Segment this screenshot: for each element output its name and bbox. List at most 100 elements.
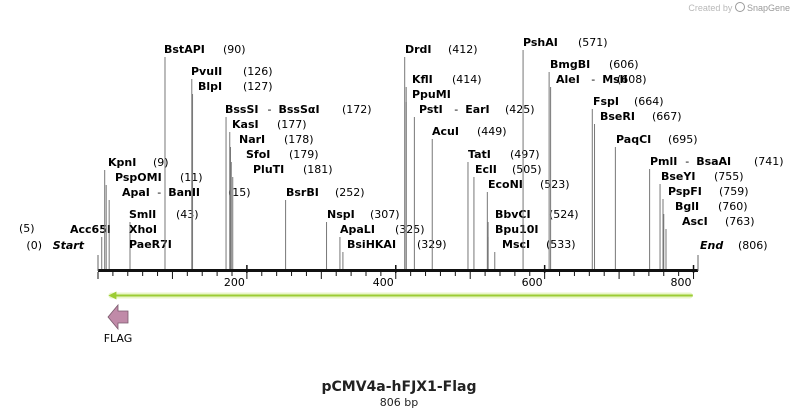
- ruler-label: 800: [671, 276, 692, 289]
- site-position: (179): [289, 148, 319, 161]
- site-position: (9): [153, 156, 169, 169]
- site-label: EarI: [465, 103, 489, 116]
- site-position: (571): [578, 36, 608, 49]
- site-label: PluTI: [253, 163, 284, 176]
- site-position: (15): [228, 186, 251, 199]
- start-label: Start: [53, 239, 85, 252]
- site-label: BsrBI: [286, 186, 319, 199]
- site-label: AscI: [682, 215, 708, 228]
- site-separator: -: [268, 103, 272, 116]
- snapgene-logo-icon: [734, 2, 745, 12]
- site-label: BmgBI: [550, 58, 590, 71]
- site-position: (177): [277, 118, 307, 131]
- site-separator: -: [157, 186, 161, 199]
- site-position: (181): [303, 163, 333, 176]
- end-label: End: [700, 239, 723, 252]
- site-position: (524): [549, 208, 579, 221]
- site-label: BbvCI: [495, 208, 531, 221]
- insert-bar-arrowhead: [108, 291, 117, 300]
- site-position: (763): [725, 215, 755, 228]
- site-label: NspI: [327, 208, 355, 221]
- flag-feature-arrow: [107, 303, 129, 331]
- end-position: (806): [738, 239, 768, 252]
- site-label: BssSαI: [279, 103, 320, 116]
- site-label: MslI: [602, 73, 627, 86]
- start-position: (0): [26, 239, 42, 252]
- site-label: PspOMI: [115, 171, 162, 184]
- site-position: (5): [19, 222, 35, 235]
- flag-feature-label: FLAG: [104, 332, 133, 345]
- site-separator: -: [591, 73, 595, 86]
- site-label: PshAI: [523, 36, 558, 49]
- site-position: (43): [176, 208, 199, 221]
- site-position: (425): [505, 103, 535, 116]
- site-position: (252): [335, 186, 365, 199]
- site-position: (178): [284, 133, 314, 146]
- site-label: SmlI: [129, 208, 156, 221]
- site-position: (505): [512, 163, 542, 176]
- site-label: BglI: [675, 200, 699, 213]
- site-label: PaeR7I: [129, 238, 172, 251]
- backbone-line: [98, 269, 698, 272]
- site-label: PaqCI: [616, 133, 651, 146]
- site-label: BseRI: [600, 110, 635, 123]
- site-position: (449): [477, 125, 507, 138]
- site-label: PspFI: [668, 185, 702, 198]
- site-position: (533): [546, 238, 576, 251]
- site-position: (172): [342, 103, 372, 116]
- site-separator: -: [685, 155, 689, 168]
- site-label: SfoI: [246, 148, 270, 161]
- site-position: (606): [609, 58, 639, 71]
- map-title: pCMV4a-hFJX1-Flag: [321, 379, 477, 395]
- site-position: (755): [714, 170, 744, 183]
- site-position: (695): [668, 133, 698, 146]
- map-length: 806 bp: [379, 396, 419, 409]
- site-label: BsiHKAI: [347, 238, 396, 251]
- site-position: (667): [652, 110, 682, 123]
- site-label: Acc65I: [70, 223, 111, 236]
- ruler-label: 400: [373, 276, 394, 289]
- site-position: (414): [452, 73, 482, 86]
- site-label: KflI: [412, 73, 433, 86]
- site-position: (664): [634, 95, 664, 108]
- site-label: ApaI: [122, 186, 150, 199]
- site-label: BanII: [168, 186, 200, 199]
- site-position: (412): [448, 43, 478, 56]
- site-label: AleI: [556, 73, 580, 86]
- site-position: (127): [243, 80, 273, 93]
- site-label: NarI: [239, 133, 265, 146]
- site-label: Bpu10I: [495, 223, 539, 236]
- site-label: PmlI: [650, 155, 677, 168]
- site-position: (759): [719, 185, 749, 198]
- site-position: (741): [754, 155, 784, 168]
- site-label: KasI: [232, 118, 259, 131]
- site-label: EcoNI: [488, 178, 523, 191]
- site-position: (523): [540, 178, 570, 191]
- site-label: BstAPI: [164, 43, 205, 56]
- credit-brand: SnapGene: [746, 3, 790, 13]
- site-label: EclI: [475, 163, 497, 176]
- site-label: XhoI: [129, 223, 157, 236]
- ruler-label: 600: [522, 276, 543, 289]
- site-label: MscI: [502, 238, 530, 251]
- site-position: (497): [510, 148, 540, 161]
- site-position: (307): [370, 208, 400, 221]
- site-label: BseYI: [661, 170, 695, 183]
- site-position: (90): [223, 43, 246, 56]
- site-label: ApaLI: [340, 223, 375, 236]
- site-position: (126): [243, 65, 273, 78]
- site-label: DrdI: [405, 43, 432, 56]
- site-position: (760): [718, 200, 748, 213]
- snapgene-credit: Created by SnapGene: [688, 2, 790, 13]
- site-label: TatI: [468, 148, 491, 161]
- site-label: PvuII: [191, 65, 222, 78]
- site-position: (325): [395, 223, 425, 236]
- site-label: BssSI: [225, 103, 259, 116]
- ruler-label: 200: [224, 276, 245, 289]
- site-separator: -: [454, 103, 458, 116]
- site-label: AcuI: [432, 125, 459, 138]
- site-label: BlpI: [198, 80, 222, 93]
- site-label: BsaAI: [696, 155, 731, 168]
- site-label: FspI: [593, 95, 619, 108]
